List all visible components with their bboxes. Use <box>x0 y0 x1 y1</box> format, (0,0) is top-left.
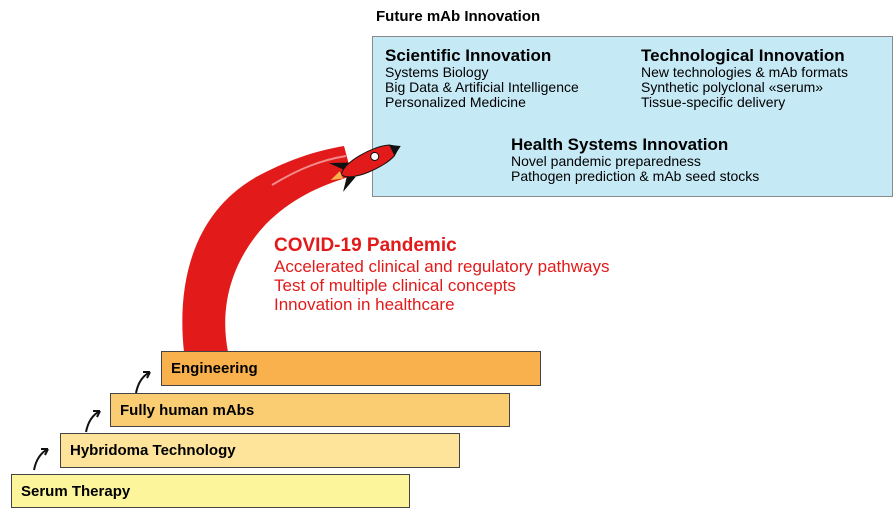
health-systems-title: Health Systems Innovation <box>511 135 729 154</box>
technological-item: New technologies & mAb formats <box>641 64 848 80</box>
scientific-item: Big Data & Artificial Intelligence <box>385 79 579 95</box>
step-fully-human-mabs: Fully human mAbs <box>110 393 510 427</box>
step-arrows <box>33 371 151 471</box>
technological-item: Synthetic polyclonal «serum» <box>641 79 824 95</box>
covid-title: COVID-19 Pandemic <box>274 235 457 256</box>
technological-innovation-column: Technological Innovation New technologie… <box>641 46 848 110</box>
covid-pandemic-block: COVID-19 Pandemic Accelerated clinical a… <box>274 234 609 314</box>
rocket-icon <box>329 144 401 192</box>
scientific-innovation-column: Scientific Innovation Systems Biology Bi… <box>385 46 579 110</box>
scientific-innovation-title: Scientific Innovation <box>385 46 552 65</box>
health-systems-column: Health Systems Innovation Novel pandemic… <box>511 135 759 184</box>
health-item: Pathogen prediction & mAb seed stocks <box>511 168 760 184</box>
step-hybridoma-technology: Hybridoma Technology <box>60 433 460 468</box>
curved-arrow-icon <box>85 410 101 433</box>
scientific-item: Systems Biology <box>385 64 489 80</box>
step-serum-therapy: Serum Therapy <box>11 474 410 508</box>
curved-arrow-icon <box>33 448 49 471</box>
covid-item: Accelerated clinical and regulatory path… <box>274 257 610 276</box>
future-title: Future mAb Innovation <box>376 8 541 25</box>
future-innovation-box: Scientific Innovation Systems Biology Bi… <box>372 36 893 197</box>
covid-item: Innovation in healthcare <box>274 295 455 314</box>
technological-item: Tissue-specific delivery <box>641 94 786 110</box>
health-item: Novel pandemic preparedness <box>511 153 701 169</box>
rocket-trail <box>182 146 352 352</box>
technological-innovation-title: Technological Innovation <box>641 46 845 65</box>
step-engineering: Engineering <box>161 351 541 386</box>
scientific-item: Personalized Medicine <box>385 94 526 110</box>
covid-item: Test of multiple clinical concepts <box>274 276 516 295</box>
curved-arrow-icon <box>135 371 151 394</box>
